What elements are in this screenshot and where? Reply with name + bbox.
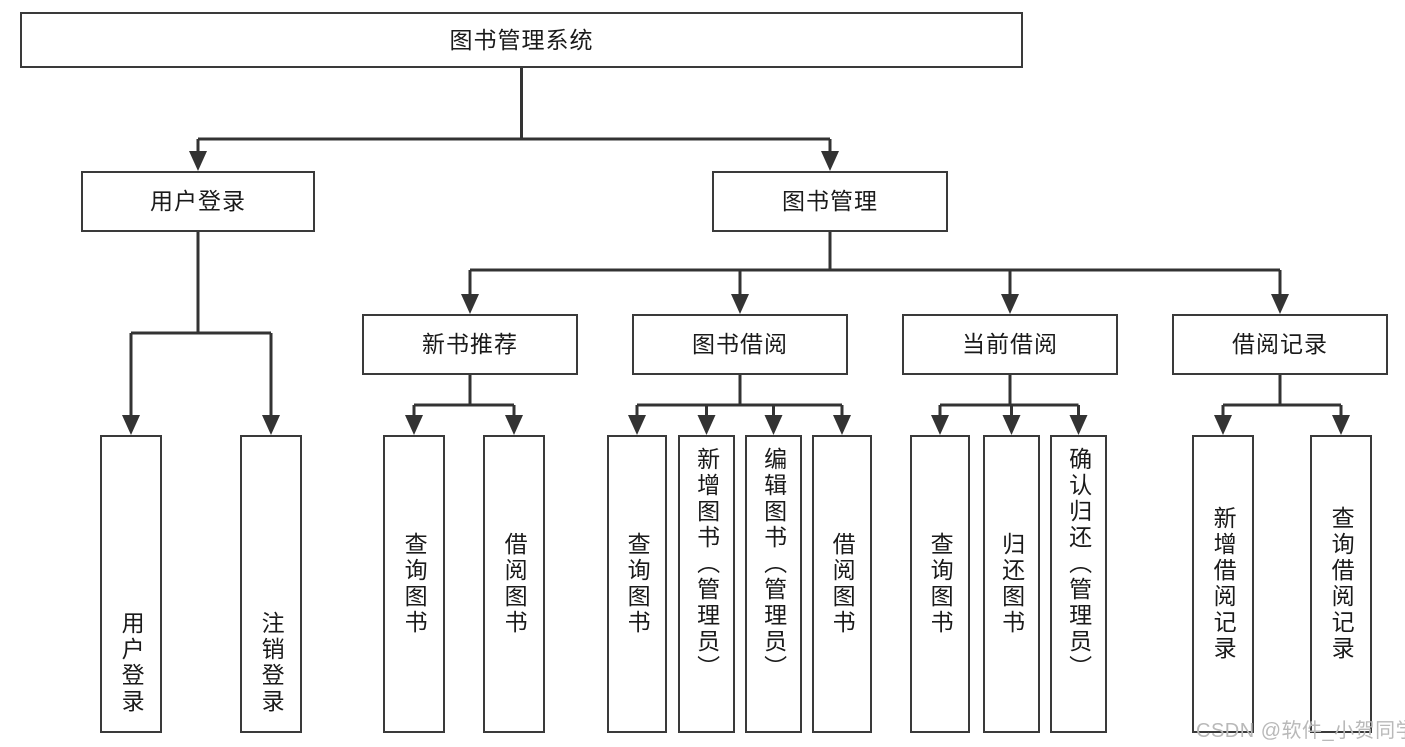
node-label: 新书推荐: [422, 331, 518, 358]
node-label: 查询图书: [401, 532, 428, 636]
leaf-leaf-borrow-book-1[interactable]: 借阅图书: [483, 435, 545, 733]
node-label: 图书管理: [782, 188, 878, 215]
node-label: 查询图书: [927, 532, 954, 636]
node-user-login[interactable]: 用户登录: [81, 171, 315, 232]
leaf-leaf-add-book[interactable]: 新增图书（管理员）: [678, 435, 735, 733]
leaf-leaf-add-record[interactable]: 新增借阅记录: [1192, 435, 1254, 733]
node-root[interactable]: 图书管理系统: [20, 12, 1023, 68]
node-label: 新增借阅记录: [1210, 506, 1237, 662]
node-label: 注销登录: [258, 611, 285, 715]
node-label: 查询借阅记录: [1328, 506, 1355, 662]
node-label: 查询图书: [624, 532, 651, 636]
node-label: 当前借阅: [962, 331, 1058, 358]
leaf-leaf-user-login[interactable]: 用户登录: [100, 435, 162, 733]
node-label: 归还图书: [998, 532, 1025, 636]
leaf-leaf-query-book-1[interactable]: 查询图书: [383, 435, 445, 733]
node-borrow-record[interactable]: 借阅记录: [1172, 314, 1388, 375]
leaf-leaf-return-book[interactable]: 归还图书: [983, 435, 1040, 733]
node-label: 编辑图书（管理员）: [760, 447, 787, 681]
node-label: 用户登录: [118, 611, 145, 715]
csdn-watermark: CSDN @软件_小贺同学: [1196, 720, 1405, 742]
leaf-leaf-edit-book[interactable]: 编辑图书（管理员）: [745, 435, 802, 733]
node-book-manage[interactable]: 图书管理: [712, 171, 948, 232]
leaf-leaf-confirm-return[interactable]: 确认归还（管理员）: [1050, 435, 1107, 733]
node-label: 图书借阅: [692, 331, 788, 358]
node-label: 图书管理系统: [449, 26, 594, 53]
leaf-leaf-logout[interactable]: 注销登录: [240, 435, 302, 733]
node-label: 用户登录: [150, 188, 246, 215]
node-label: 借阅图书: [501, 532, 528, 636]
node-current-borrow[interactable]: 当前借阅: [902, 314, 1118, 375]
node-label: 新增图书（管理员）: [693, 447, 720, 681]
node-label: 确认归还（管理员）: [1065, 447, 1092, 681]
leaf-leaf-query-record[interactable]: 查询借阅记录: [1310, 435, 1372, 733]
node-label: 借阅图书: [829, 532, 856, 636]
leaf-leaf-query-book-3[interactable]: 查询图书: [910, 435, 970, 733]
leaf-leaf-query-book-2[interactable]: 查询图书: [607, 435, 667, 733]
leaf-leaf-borrow-book-2[interactable]: 借阅图书: [812, 435, 872, 733]
node-book-borrow[interactable]: 图书借阅: [632, 314, 848, 375]
node-label: 借阅记录: [1232, 331, 1328, 358]
node-new-book-rec[interactable]: 新书推荐: [362, 314, 578, 375]
